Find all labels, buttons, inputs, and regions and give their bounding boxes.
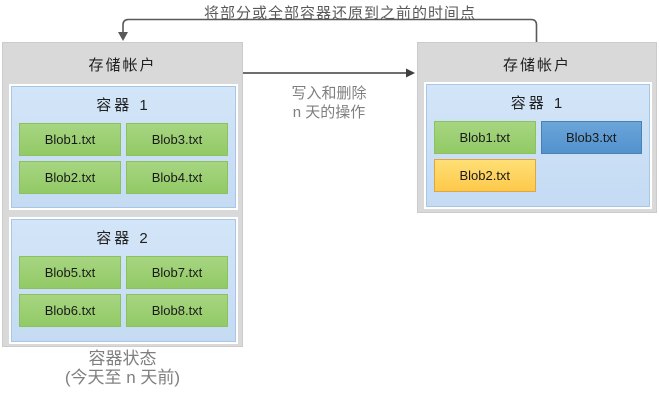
restored-container-1: 容器 1 Blob1.txt Blob3.txt Blob2.txt (426, 84, 650, 207)
operations-annotation-line2: n 天的操作 (292, 104, 366, 121)
restore-arrowhead (118, 32, 128, 41)
restored-container-1-blobs: Blob1.txt Blob3.txt Blob2.txt (434, 121, 642, 192)
state-annotation-line1: 容器状态 (88, 349, 157, 368)
blob-item: Blob2.txt (19, 161, 121, 194)
operations-annotation: 写入和删除 n 天的操作 (243, 84, 415, 122)
operations-arrowhead (406, 68, 415, 78)
source-storage-account: 存储帐户 容器 1 Blob1.txt Blob3.txt Blob2.txt … (2, 42, 243, 347)
source-container-1-title: 容器 1 (96, 97, 151, 114)
source-container-2: 容器 2 Blob5.txt Blob7.txt Blob6.txt Blob8… (11, 219, 236, 342)
blob-item: Blob5.txt (19, 256, 121, 289)
blob-item: Blob3.txt (126, 123, 228, 156)
blob-item: Blob2.txt (434, 159, 536, 192)
state-annotation-line2: (今天至 n 天前) (64, 368, 181, 387)
operations-annotation-line1: 写入和删除 (291, 85, 367, 102)
source-container-2-title: 容器 2 (96, 230, 151, 247)
blob-item: Blob6.txt (19, 294, 121, 327)
blob-item: Blob1.txt (19, 123, 121, 156)
restore-annotation: 将部分或全部容器还原到之前的时间点 (203, 5, 476, 22)
blob-item: Blob4.txt (126, 161, 228, 194)
source-account-title: 存储帐户 (88, 57, 157, 74)
source-container-1-blobs: Blob1.txt Blob3.txt Blob2.txt Blob4.txt (19, 123, 228, 194)
state-annotation: 容器状态 (今天至 n 天前) (2, 349, 243, 387)
blob-item: Blob8.txt (126, 294, 228, 327)
restored-account-title: 存储帐户 (502, 57, 571, 74)
source-container-2-blobs: Blob5.txt Blob7.txt Blob6.txt Blob8.txt (19, 256, 228, 327)
restored-container-1-title: 容器 1 (510, 95, 566, 112)
blob-item: Blob7.txt (126, 256, 228, 289)
blob-item: Blob3.txt (540, 121, 642, 154)
source-container-1: 容器 1 Blob1.txt Blob3.txt Blob2.txt Blob4… (11, 86, 236, 208)
blob-item: Blob1.txt (434, 121, 536, 154)
restored-storage-account: 存储帐户 容器 1 Blob1.txt Blob3.txt Blob2.txt (417, 42, 657, 213)
